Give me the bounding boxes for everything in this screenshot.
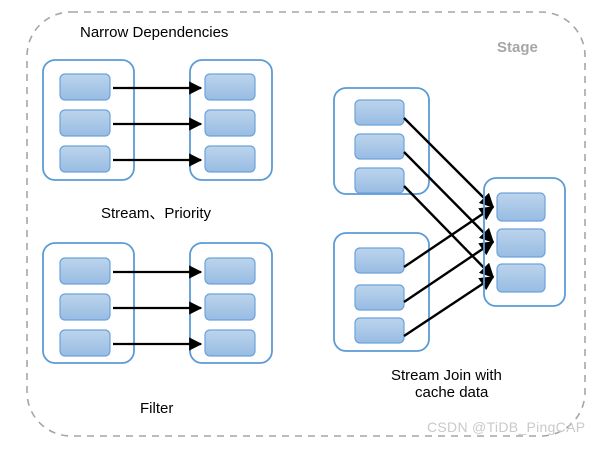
label-stream-join-line1: Stream Join with	[391, 367, 502, 384]
label-stream-join-line2: cache data	[415, 384, 489, 401]
node-box	[59, 329, 111, 357]
arrow	[403, 206, 495, 268]
node-box	[204, 73, 256, 101]
arrow	[403, 117, 495, 209]
group-join-source-lower	[333, 232, 430, 352]
group-filter-target	[189, 242, 273, 364]
arrows-join	[403, 117, 495, 338]
watermark-label: CSDN @TiDB_PingCAP	[427, 419, 586, 435]
node-box	[204, 257, 256, 285]
node-box	[204, 145, 256, 173]
node-box	[354, 317, 405, 344]
arrow	[403, 185, 495, 279]
group-join-target	[483, 177, 566, 307]
node-box	[204, 329, 256, 357]
node-box	[204, 109, 256, 137]
group-filter-source	[42, 242, 135, 364]
node-box	[496, 228, 546, 258]
node-box	[354, 284, 405, 311]
group-narrow-target	[189, 59, 273, 181]
node-box	[59, 145, 111, 173]
arrows-filter	[113, 265, 203, 351]
node-box	[496, 192, 546, 222]
group-container	[483, 177, 566, 307]
label-stage: Stage	[497, 39, 538, 56]
node-box	[204, 293, 256, 321]
node-box	[354, 99, 405, 126]
node-box	[59, 293, 111, 321]
node-box	[59, 109, 111, 137]
stage-boundary	[26, 11, 586, 437]
label-filter: Filter	[140, 400, 174, 417]
arrow	[403, 241, 495, 303]
node-box	[59, 257, 111, 285]
group-join-source-upper	[333, 87, 430, 195]
label-narrow-dependencies: Narrow Dependencies	[80, 24, 229, 41]
node-box	[354, 133, 405, 160]
node-box	[496, 263, 546, 293]
node-box	[354, 247, 405, 274]
group-narrow-source	[42, 59, 135, 181]
arrows-narrow	[113, 81, 203, 167]
label-stream-priority: Stream、Priority	[101, 205, 212, 222]
arrow	[403, 275, 495, 338]
node-box	[59, 73, 111, 101]
node-box	[354, 167, 405, 194]
arrow	[403, 151, 495, 244]
